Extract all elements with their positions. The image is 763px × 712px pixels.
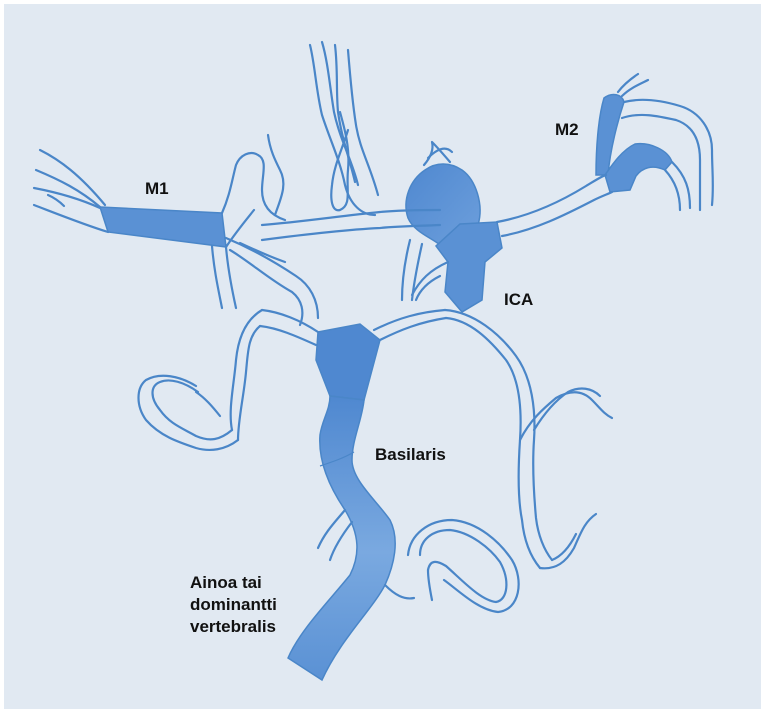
label-m2: M2 — [555, 119, 579, 141]
cerebral-arteries-diagram — [4, 4, 761, 709]
highlighted-segments — [100, 95, 672, 680]
label-m1: M1 — [145, 178, 169, 200]
label-vertebralis: Ainoa tai dominantti vertebralis — [190, 572, 277, 638]
label-vertebralis-line-3: vertebralis — [190, 616, 277, 638]
m2-segment-lower — [605, 144, 672, 192]
label-vertebralis-line-1: Ainoa tai — [190, 572, 277, 594]
diagram-panel: M1 M2 ICA Basilaris Ainoa tai dominantti… — [4, 4, 761, 709]
basilar-top — [316, 324, 380, 400]
label-ica: ICA — [504, 289, 533, 311]
label-basilaris: Basilaris — [375, 444, 446, 466]
m1-segment — [100, 207, 226, 247]
label-vertebralis-line-2: dominantti — [190, 594, 277, 616]
